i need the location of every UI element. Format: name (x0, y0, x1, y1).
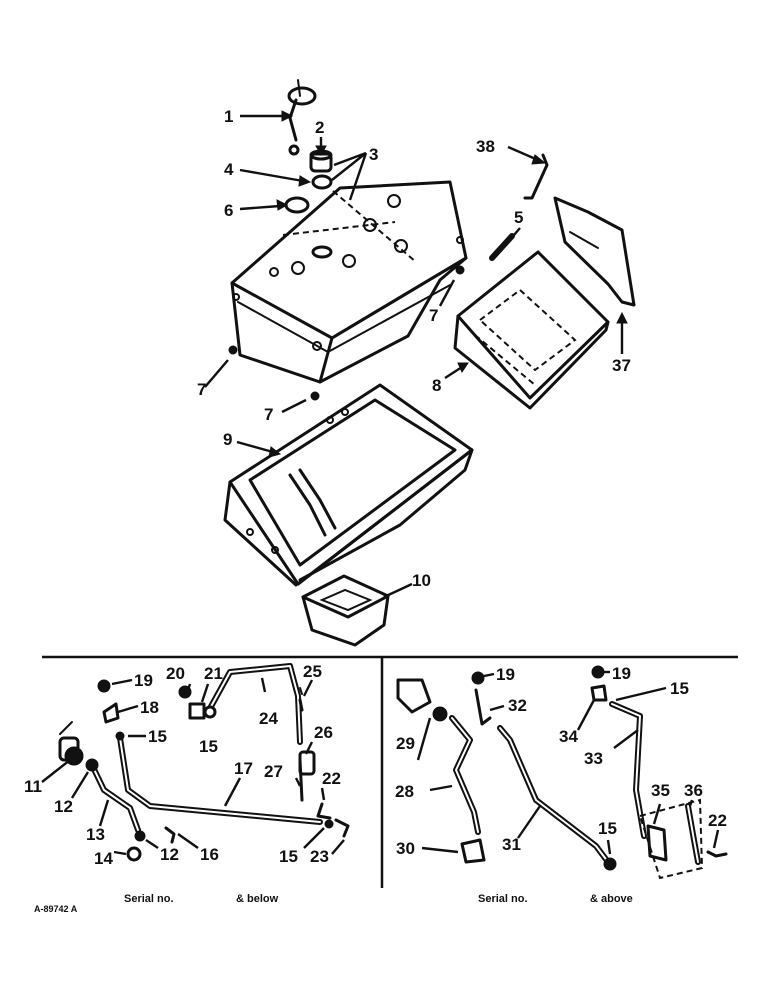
callout-35: 35 (651, 781, 670, 800)
fuel-lines-left-group (58, 663, 350, 862)
part-38-strap (523, 153, 549, 200)
callout-8: 8 (432, 376, 441, 395)
callout-22-b: 22 (708, 811, 727, 830)
callout-20: 20 (166, 664, 185, 683)
callout-2: 2 (315, 118, 324, 137)
callout-33: 33 (584, 749, 603, 768)
callout-12-b: 12 (160, 845, 179, 864)
fuel-lines-right-group (396, 665, 728, 880)
part-9-frame (223, 383, 474, 587)
callout-27: 27 (264, 762, 283, 781)
leader-lines-upper (204, 110, 628, 599)
callout-16: 16 (200, 845, 219, 864)
callout-19-a: 19 (134, 671, 153, 690)
part-1-fuel-gauge (287, 79, 317, 156)
callout-34: 34 (559, 727, 578, 746)
captions: Serial no. & below Serial no. & above A-… (34, 893, 633, 914)
callout-26: 26 (314, 723, 333, 742)
part-37-shield (553, 196, 636, 307)
callout-30: 30 (396, 839, 415, 858)
callout-1: 1 (224, 107, 233, 126)
callout-14: 14 (94, 849, 113, 868)
part-7-grommet-c (310, 391, 320, 401)
callout-7-a: 7 (429, 306, 438, 325)
callout-23: 23 (310, 847, 329, 866)
part-3-fuel-tank (230, 180, 468, 384)
callout-19-b: 19 (496, 665, 515, 684)
part-4-gasket (311, 174, 333, 190)
callout-21: 21 (204, 664, 223, 683)
callout-36: 36 (684, 781, 703, 800)
callout-15-e: 15 (598, 819, 617, 838)
callout-37: 37 (612, 356, 631, 375)
callout-12-a: 12 (54, 797, 73, 816)
callout-6: 6 (224, 201, 233, 220)
callout-7-b: 7 (197, 380, 206, 399)
callout-9: 9 (223, 430, 232, 449)
callout-4: 4 (224, 160, 234, 179)
part-7-grommet-b (228, 345, 238, 355)
callout-17: 17 (234, 759, 253, 778)
caption-right-serial: Serial no. (478, 893, 528, 905)
callout-22-a: 22 (322, 769, 341, 788)
caption-left-serial: Serial no. (124, 893, 174, 905)
callout-13: 13 (86, 825, 105, 844)
callout-28: 28 (395, 782, 414, 801)
callout-5: 5 (514, 208, 523, 227)
callout-38: 38 (476, 137, 495, 156)
figure-code: A-89742 A (34, 904, 78, 914)
callout-15-d: 15 (670, 679, 689, 698)
callout-10: 10 (412, 571, 431, 590)
part-6-gasket (284, 196, 310, 214)
part-7-grommet-a (455, 265, 465, 275)
callout-32: 32 (508, 696, 527, 715)
callout-11: 11 (24, 777, 42, 796)
part-8-support (453, 250, 610, 410)
callout-19-c: 19 (612, 664, 631, 683)
caption-left-range: & below (236, 893, 279, 905)
callout-15-a: 15 (148, 727, 167, 746)
callout-18: 18 (140, 698, 159, 717)
callout-labels: 1 2 3 4 5 6 7 7 7 8 9 10 38 37 19 20 21 … (24, 107, 727, 868)
leader-lines-lower (41, 670, 720, 856)
callout-15-c: 15 (279, 847, 298, 866)
callout-7-c: 7 (264, 405, 273, 424)
callout-15-b: 15 (199, 737, 218, 756)
callout-29: 29 (396, 734, 415, 753)
callout-24: 24 (259, 709, 278, 728)
part-10-sediment-bowl (301, 574, 390, 647)
callout-3: 3 (369, 145, 378, 164)
callout-25: 25 (303, 662, 322, 681)
caption-right-range: & above (590, 893, 633, 905)
callout-31: 31 (502, 835, 521, 854)
part-5-clip (489, 233, 515, 261)
